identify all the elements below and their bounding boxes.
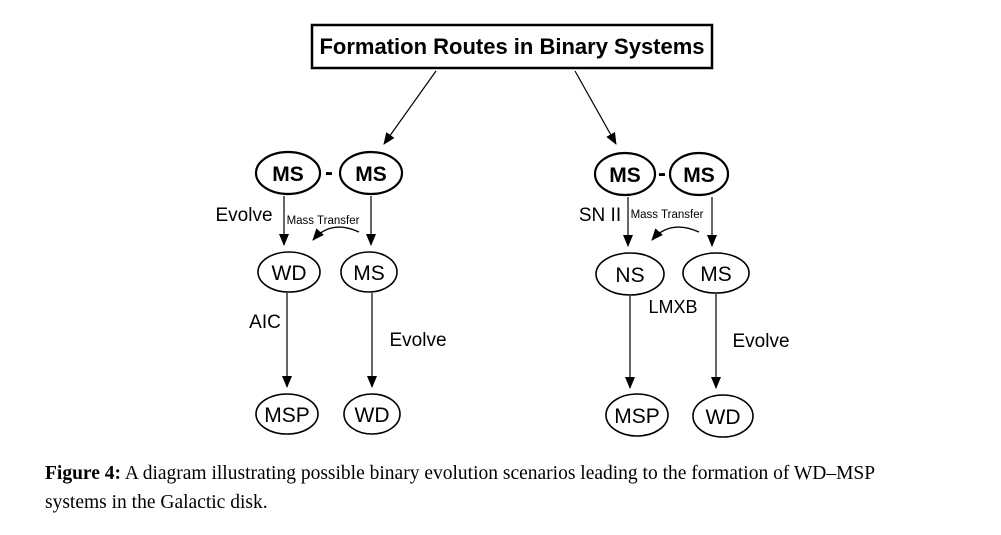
- label-right-evolve: Evolve: [732, 331, 789, 352]
- node-right-wd-final: WD: [692, 394, 754, 438]
- label-left-aic: AIC: [249, 312, 281, 333]
- node-left-ms-secondary: MS: [338, 150, 404, 196]
- arrow-title-to-right-branch: [574, 70, 617, 145]
- node-right-ns: NS: [595, 252, 665, 296]
- formation-routes-diagram: Formation Routes in Binary Systems MS - …: [215, 23, 790, 438]
- node-label: WD: [272, 262, 307, 285]
- label-right-mass-transfer: Mass Transfer: [631, 209, 704, 221]
- node-right-ms-primary: MS: [593, 151, 657, 197]
- right-branch: MS - MS SN II Mass Transfer NS MS LMX: [579, 151, 790, 438]
- label-right-lmxb: LMXB: [648, 297, 697, 317]
- node-right-msp: MSP: [605, 393, 669, 437]
- node-label: MS: [272, 163, 304, 186]
- node-label: MS: [609, 164, 641, 187]
- node-left-wd-final: WD: [343, 393, 401, 435]
- node-left-wd: WD: [257, 251, 321, 293]
- node-left-ms-mid: MS: [340, 251, 398, 293]
- node-label: WD: [706, 406, 741, 429]
- node-label: MS: [355, 163, 387, 186]
- arrow-title-to-left-branch: [383, 70, 437, 145]
- arrow-right-mass-transfer: [651, 226, 700, 241]
- figure-caption: Figure 4: A diagram illustrating possibl…: [45, 459, 965, 517]
- node-right-ms-secondary: MS: [668, 151, 730, 197]
- node-label: MS: [700, 263, 732, 286]
- caption-text-1: A diagram illustrating possible binary e…: [124, 463, 876, 484]
- node-label: NS: [615, 264, 644, 287]
- pair-dash-left: -: [325, 159, 333, 186]
- label-right-sn2: SN II: [579, 205, 621, 226]
- node-label: WD: [355, 404, 390, 427]
- caption-line-2: systems in the Galactic disk.: [45, 488, 965, 517]
- label-left-mass-transfer: Mass Transfer: [287, 215, 360, 227]
- node-left-msp: MSP: [255, 393, 319, 435]
- node-label: MSP: [264, 404, 310, 427]
- title-box: Formation Routes in Binary Systems: [310, 23, 714, 70]
- node-left-ms-primary: MS: [254, 150, 322, 196]
- arrow-left-mass-transfer: [312, 226, 360, 241]
- diagram-title: Formation Routes in Binary Systems: [319, 34, 704, 59]
- pair-dash-right: -: [658, 160, 666, 187]
- caption-line-1: Figure 4: A diagram illustrating possibl…: [45, 459, 965, 488]
- caption-figure-label: Figure 4:: [45, 463, 122, 484]
- node-label: MS: [683, 164, 715, 187]
- label-left-evolve-bottom: Evolve: [389, 330, 446, 351]
- node-right-ms-mid: MS: [682, 252, 750, 294]
- left-branch: MS - MS Evolve Mass Transfer WD MS: [215, 150, 447, 435]
- node-label: MS: [353, 262, 385, 285]
- caption-text-2: systems in the Galactic disk.: [45, 492, 268, 513]
- label-left-evolve: Evolve: [215, 205, 272, 226]
- node-label: MSP: [614, 405, 660, 428]
